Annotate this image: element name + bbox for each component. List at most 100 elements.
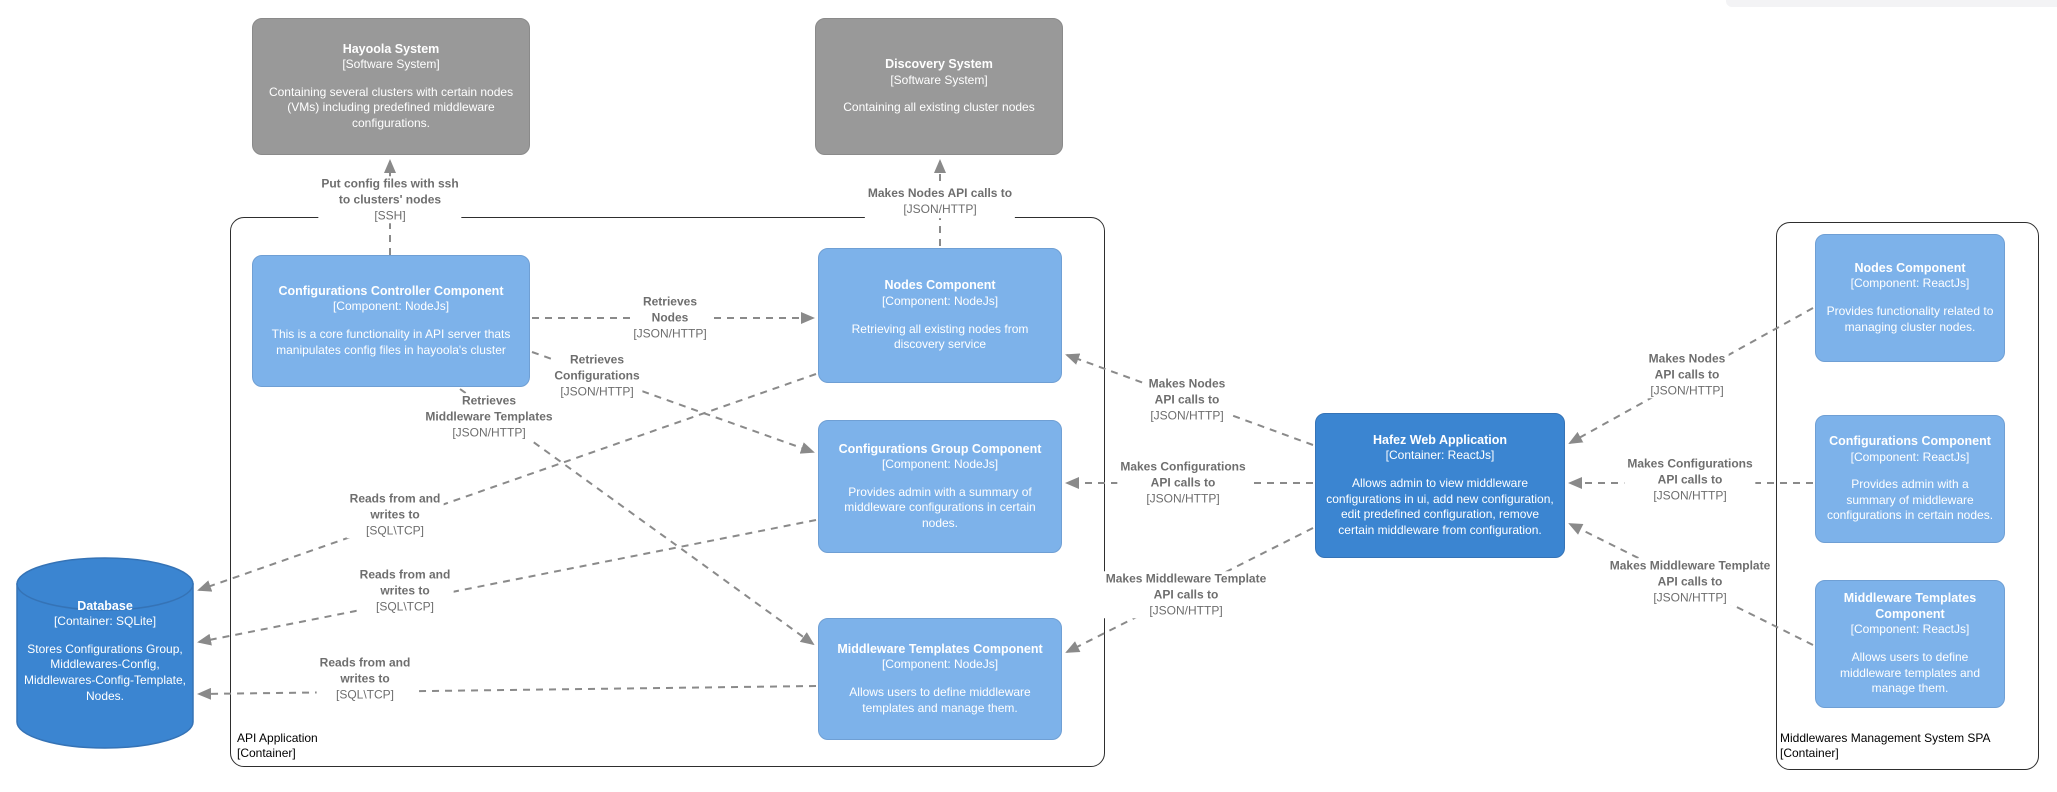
edge-text: Makes Nodes API calls to (867, 186, 1013, 201)
node-desc: Allows users to define middleware templa… (1839, 650, 1981, 696)
node-type: [Component: NodeJs] (881, 457, 999, 472)
configurations-group-component-node: Configurations Group Component [Componen… (818, 420, 1062, 553)
node-type: [Container: SQLite] (53, 614, 157, 629)
edge-text: Makes Configurations API calls to (1627, 456, 1753, 487)
node-desc: Allows users to define middleware templa… (849, 685, 1031, 715)
connector-retrieves-configurations (531, 351, 815, 454)
edge-text: Retrieves Nodes (642, 294, 698, 325)
node-title: Middleware Templates Component (1843, 591, 1977, 621)
edge-label-hafez-configurations: Makes Configurations API calls to [JSON/… (1117, 459, 1249, 507)
middleware-templates-component-nodejs-node: Middleware Templates Component [Componen… (818, 618, 1062, 740)
node-type: [Component: NodeJs] (881, 293, 999, 308)
database-cylinder-icon (16, 557, 194, 749)
edge-label-spa-nodes: Makes Nodes API calls to [JSON/HTTP] (1645, 351, 1729, 399)
node-title: Nodes Component (884, 278, 996, 293)
node-type: [Software System] (342, 57, 440, 72)
node-desc: Retrieving all existing nodes from disco… (851, 321, 1029, 352)
edge-label-put-config: Put config files with ssh to clusters' n… (318, 176, 462, 224)
edge-tech: [JSON/HTTP] (1150, 407, 1224, 422)
boundary-type: [Container] (237, 745, 296, 760)
edge-label-spa-mw-template: Makes Middleware Template API calls to [… (1606, 558, 1774, 606)
node-type: [Component: NodeJs] (881, 657, 999, 672)
edge-label-spa-configurations: Makes Configurations API calls to [JSON/… (1624, 456, 1756, 504)
node-desc: Provides admin with a summary of middlew… (1826, 477, 1994, 523)
node-desc: Stores Configurations Group, Middlewares… (23, 641, 187, 703)
node-desc: Containing all existing cluster nodes (843, 100, 1035, 115)
boundary-title: Middlewares Management System SPA (1780, 731, 1991, 745)
node-desc: Allows admin to view middleware configur… (1326, 475, 1554, 537)
node-desc: Provides functionality related to managi… (1826, 304, 1994, 334)
edge-text: Reads from and writes to (319, 655, 411, 686)
edge-label-rw-db-1: Reads from and writes to [SQL\TCP] (346, 491, 444, 539)
node-title: Hafez Web Application (1372, 432, 1508, 447)
edge-text: Makes Middleware Template API calls to (1105, 571, 1267, 602)
node-desc: Containing several clusters with certain… (268, 84, 514, 130)
database-node: Database [Container: SQLite] Stores Conf… (20, 598, 190, 704)
node-title: Configurations Controller Component (278, 283, 504, 298)
connector-rw-db-1 (197, 373, 817, 592)
nodes-component-reactjs-node: Nodes Component [Component: ReactJs] Pro… (1815, 234, 2005, 362)
edge-label-rw-db-3: Reads from and writes to [SQL\TCP] (316, 655, 414, 703)
edge-label-hafez-mw-template: Makes Middleware Template API calls to [… (1102, 571, 1270, 619)
edge-text: Retrieves Middleware Templates (425, 393, 553, 424)
edge-tech: [JSON/HTTP] (452, 424, 526, 439)
boundary-type: [Container] (1780, 745, 1839, 760)
edge-tech: [SSH] (374, 207, 406, 222)
edge-text: Reads from and writes to (349, 491, 441, 522)
node-type: [Software System] (890, 72, 988, 87)
api-application-boundary-label: API Application [Container] (237, 731, 318, 760)
node-type: [Component: ReactJs] (1850, 622, 1970, 637)
edge-tech: [JSON/HTTP] (560, 383, 634, 398)
hafez-web-application-node: Hafez Web Application [Container: ReactJ… (1315, 413, 1565, 558)
node-title: Discovery System (885, 57, 993, 72)
node-title: Configurations Component (1829, 434, 1991, 448)
edge-text: Reads from and writes to (359, 567, 451, 598)
edge-label-discovery-calls: Makes Nodes API calls to [JSON/HTTP] (864, 186, 1016, 218)
edge-text: Put config files with ssh to clusters' n… (321, 176, 459, 207)
nodes-component-nodejs-node: Nodes Component [Component: NodeJs] Retr… (818, 248, 1062, 383)
spa-boundary (1776, 222, 2039, 770)
edge-tech: [SQL\TCP] (365, 522, 424, 537)
node-type: [Container: ReactJs] (1385, 448, 1495, 463)
configurations-controller-component-node: Configurations Controller Component [Com… (252, 255, 530, 387)
edge-text: Makes Middleware Template API calls to (1609, 558, 1771, 589)
node-title: Hayoola System (342, 41, 440, 56)
node-type: [Component: ReactJs] (1850, 276, 1970, 291)
boundary-title: API Application (237, 731, 318, 745)
discovery-system-node: Discovery System [Software System] Conta… (815, 18, 1063, 155)
edge-label-retrieves-mw-templates: Retrieves Middleware Templates [JSON/HTT… (422, 393, 556, 441)
edge-text: Makes Configurations API calls to (1120, 459, 1246, 490)
connector-rw-db-3 (197, 685, 817, 700)
middleware-templates-component-reactjs-node: Middleware Templates Component [Componen… (1815, 580, 2005, 708)
edge-tech: [JSON/HTTP] (1650, 382, 1724, 397)
edge-label-hafez-nodes: Makes Nodes API calls to [JSON/HTTP] (1145, 376, 1229, 424)
edge-tech: [JSON/HTTP] (1146, 490, 1220, 505)
edge-label-rw-db-2: Reads from and writes to [SQL\TCP] (356, 567, 454, 615)
edge-text: Retrieves Configurations (554, 352, 640, 383)
api-application-boundary (230, 217, 1105, 767)
edge-tech: [JSON/HTTP] (1653, 487, 1727, 502)
node-type: [Component: ReactJs] (1850, 449, 1970, 464)
connector-hafez-mw-template (1065, 527, 1314, 653)
edge-tech: [SQL\TCP] (375, 598, 434, 613)
edge-label-retrieves-nodes: Retrieves Nodes [JSON/HTTP] (630, 294, 710, 342)
node-desc: Provides admin with a summary of middlew… (844, 484, 1036, 530)
node-title: Nodes Component (1854, 260, 1966, 275)
edge-tech: [JSON/HTTP] (1653, 589, 1727, 604)
spa-boundary-label: Middlewares Management System SPA [Conta… (1780, 731, 1991, 760)
node-desc: This is a core functionality in API serv… (271, 327, 511, 357)
node-title: Middleware Templates Component (837, 641, 1043, 656)
edge-tech: [JSON/HTTP] (633, 325, 707, 340)
edge-tech: [JSON/HTTP] (1149, 602, 1223, 617)
edge-text: Makes Nodes API calls to (1648, 351, 1726, 382)
edge-label-retrieves-configurations: Retrieves Configurations [JSON/HTTP] (551, 352, 643, 400)
hayoola-system-node: Hayoola System [Software System] Contain… (252, 18, 530, 155)
edge-tech: [JSON/HTTP] (903, 202, 977, 216)
connector-rw-db-2 (197, 519, 817, 646)
edge-text: Makes Nodes API calls to (1148, 376, 1226, 407)
edge-tech: [SQL\TCP] (335, 686, 394, 701)
node-title: Configurations Group Component (838, 441, 1042, 456)
node-type: [Component: NodeJs] (332, 299, 450, 314)
